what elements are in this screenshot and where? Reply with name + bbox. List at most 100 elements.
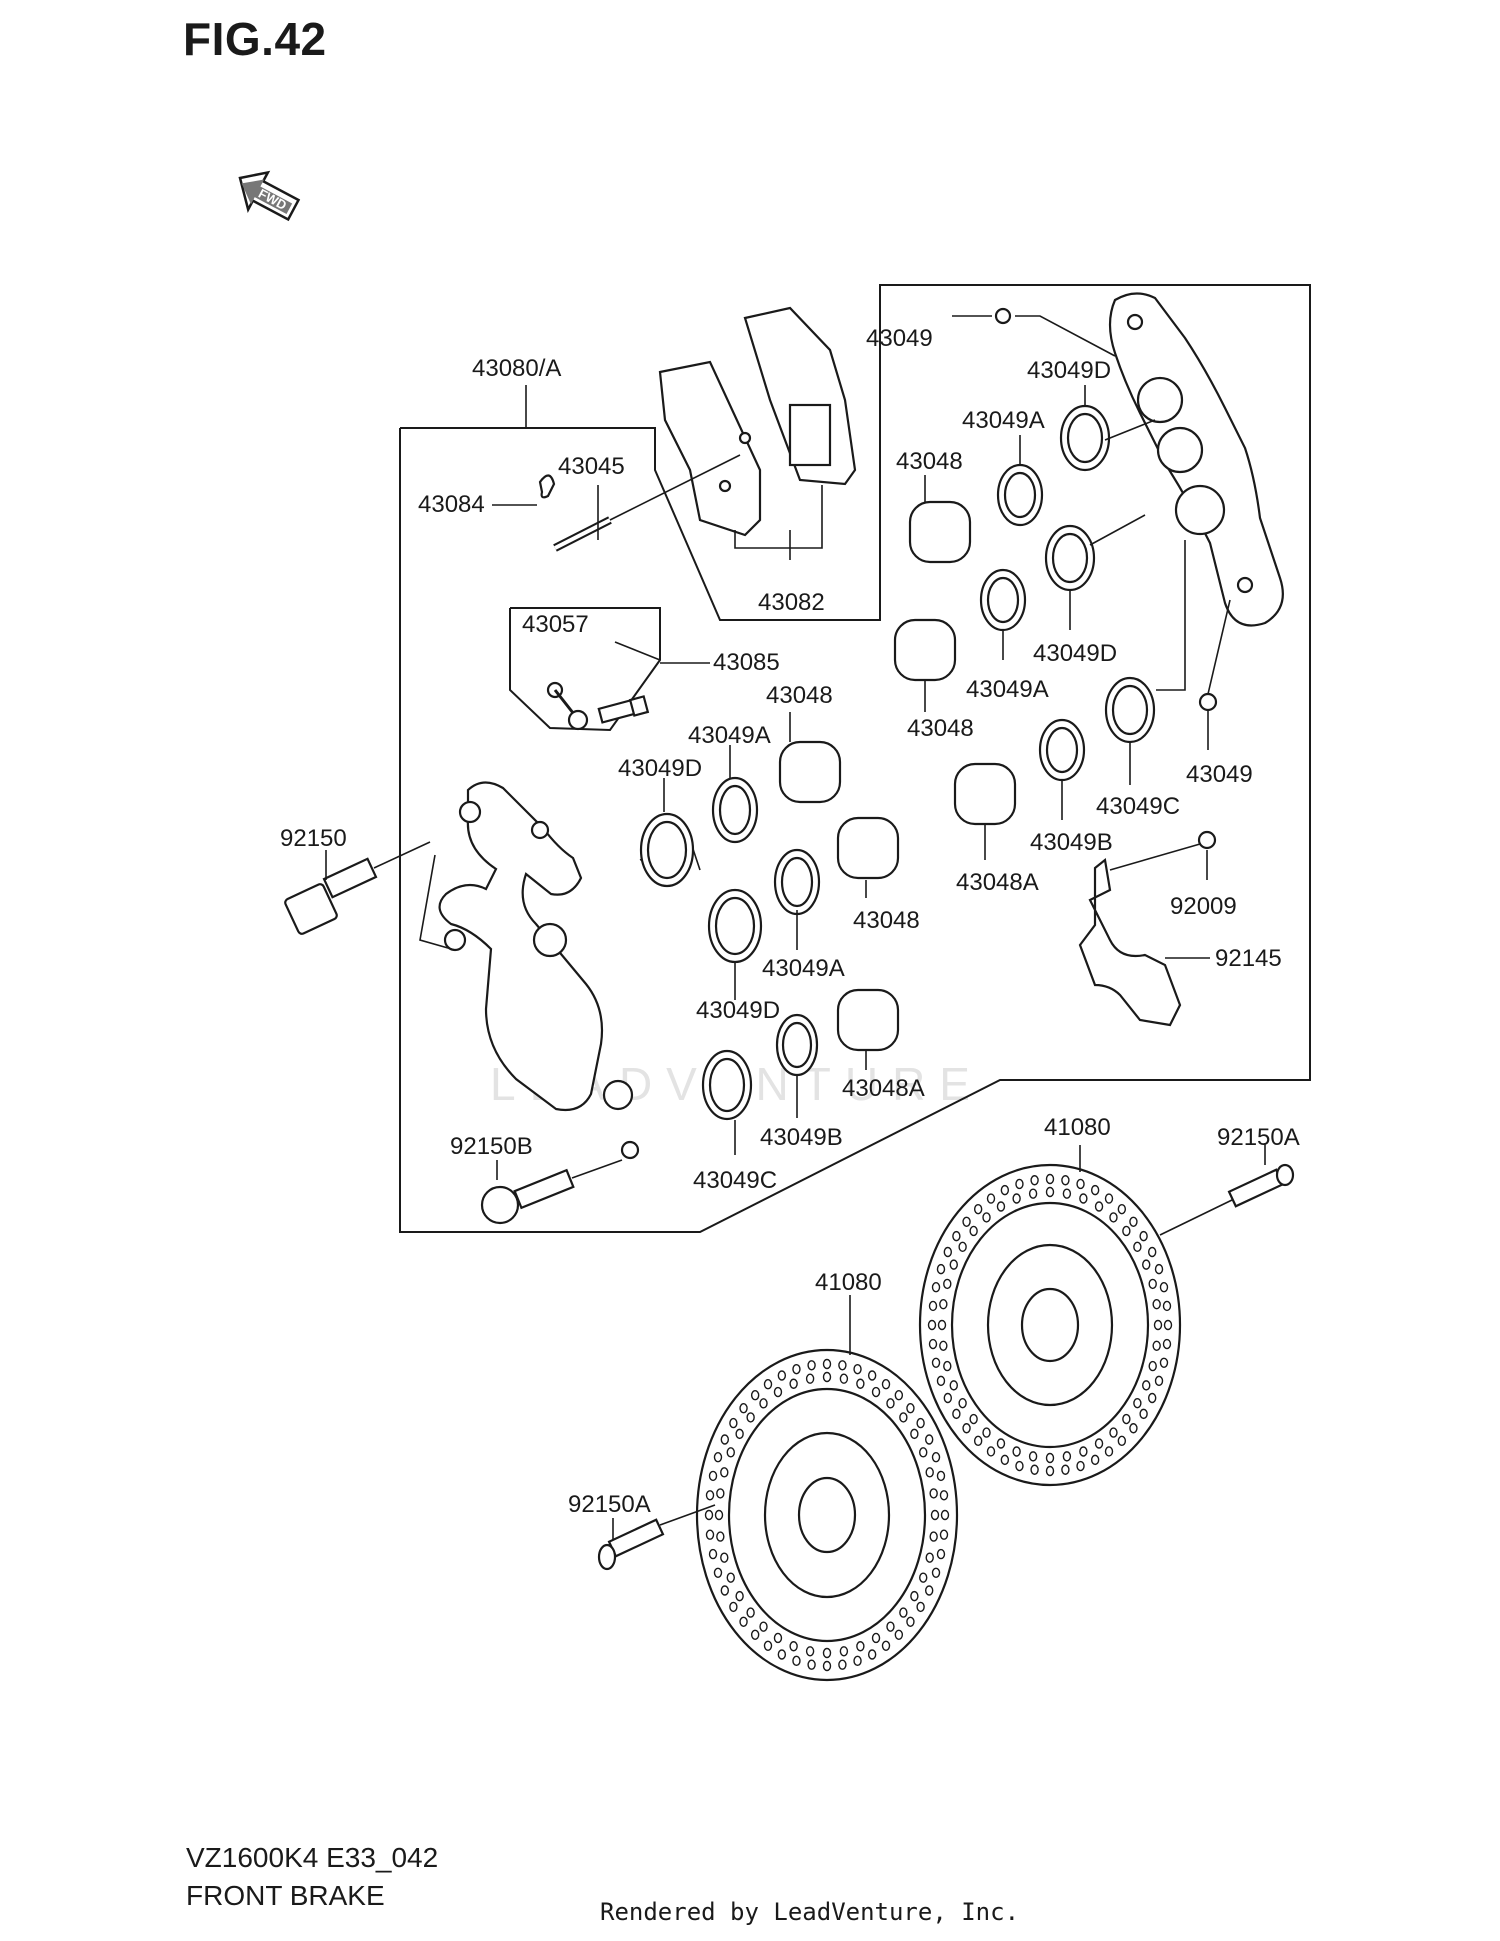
disc-hole	[1061, 1175, 1070, 1186]
washer-43049-right	[1198, 692, 1218, 712]
disc-hole	[746, 1412, 755, 1423]
label-43048-top: 43048	[896, 448, 963, 475]
disc-hole	[726, 1572, 735, 1583]
disc-hole	[1104, 1193, 1114, 1204]
disc-hole	[867, 1649, 877, 1660]
disc-hole	[1045, 1173, 1055, 1185]
disc-hole	[982, 1212, 991, 1223]
disc-hole	[871, 1386, 881, 1398]
brake-pad-inner	[658, 360, 762, 537]
disc-hole	[773, 1632, 783, 1644]
disc-hole	[929, 1488, 938, 1499]
disc-hole	[1122, 1225, 1131, 1237]
disc-hole	[986, 1193, 996, 1204]
label-43049d-mid: 43049D	[1033, 640, 1117, 667]
disc-hole	[777, 1370, 787, 1381]
disc-hole	[839, 1646, 849, 1657]
disc-hole	[1159, 1357, 1169, 1368]
disc-hole	[973, 1203, 983, 1215]
label-41080-left: 41080	[815, 1269, 882, 1296]
disc-hole	[714, 1509, 724, 1521]
screw-92009	[1197, 830, 1217, 850]
disc-hole	[940, 1509, 950, 1521]
disc-hole	[919, 1572, 928, 1583]
label-43049d-a: 43049D	[618, 755, 702, 782]
disc-hole	[1028, 1188, 1038, 1199]
disc-hole	[916, 1417, 925, 1429]
disc-hole	[1129, 1216, 1138, 1227]
disc-hole	[763, 1379, 773, 1390]
washer-43049-top	[994, 307, 1012, 325]
disc-hole	[943, 1246, 953, 1258]
disc-hole	[919, 1447, 928, 1458]
disc-hole	[1104, 1446, 1114, 1457]
disc-hole	[777, 1649, 787, 1660]
disc-hole	[838, 1659, 847, 1670]
bleeder-valve	[597, 695, 650, 724]
disc-hole	[1045, 1452, 1055, 1464]
pin-clip	[538, 474, 556, 499]
disc-bolt-92150a-right	[1227, 1163, 1295, 1208]
disc-hole	[713, 1452, 723, 1463]
disc-hole	[910, 1428, 919, 1440]
disc-hole	[838, 1360, 847, 1371]
disc-hole	[958, 1397, 967, 1409]
disc-hole	[789, 1641, 798, 1652]
disc-hole	[927, 1319, 937, 1331]
label-43082: 43082	[758, 589, 825, 616]
disc-hole	[1090, 1184, 1100, 1196]
disc-hole	[939, 1298, 948, 1310]
disc-hole	[894, 1390, 904, 1401]
disc-hole	[1148, 1278, 1157, 1290]
disc-hole	[958, 1241, 967, 1253]
bolt-92150b	[480, 1168, 575, 1225]
disc-hole	[943, 1392, 953, 1404]
disc-hole	[773, 1386, 783, 1398]
disc-hole	[1090, 1454, 1100, 1466]
disc-hole	[943, 1360, 952, 1372]
disc-hole	[930, 1509, 940, 1521]
disc-hole	[1028, 1451, 1038, 1462]
disc-hole	[969, 1225, 978, 1237]
label-43057: 43057	[522, 611, 589, 638]
disc-hole	[1147, 1392, 1157, 1404]
disc-hole	[910, 1590, 919, 1602]
disc-hole	[1133, 1397, 1142, 1409]
label-92150a-left: 92150A	[568, 1491, 651, 1518]
disc-hole	[713, 1567, 723, 1578]
disc-hole	[1148, 1360, 1157, 1372]
disc-hole	[807, 1659, 816, 1670]
disc-hole	[1079, 1193, 1088, 1204]
disc-hole	[807, 1360, 816, 1371]
disc-hole	[1061, 1464, 1070, 1475]
disc-hole	[973, 1435, 983, 1447]
disc-hole	[1062, 1451, 1072, 1462]
disc-hole	[822, 1660, 832, 1672]
label-92150a-right: 92150A	[1217, 1124, 1300, 1151]
disc-hole	[739, 1616, 748, 1627]
disc-hole	[720, 1434, 730, 1445]
disc-hole	[1159, 1282, 1169, 1293]
disc-hole	[759, 1621, 768, 1632]
disc-hole	[708, 1548, 718, 1560]
disc-hole	[792, 1655, 801, 1667]
disc-hole	[996, 1438, 1006, 1449]
disc-hole	[969, 1413, 978, 1425]
disc-hole	[1109, 1212, 1118, 1223]
caliper-assembly-frame	[399, 284, 1311, 1233]
disc-hole	[924, 1585, 934, 1596]
disc-hole	[739, 1403, 748, 1414]
disc-hole	[1094, 1438, 1104, 1449]
disc-hole	[952, 1230, 961, 1242]
label-43045: 43045	[558, 453, 625, 480]
disc-hole	[750, 1629, 760, 1640]
disc-hole	[931, 1282, 941, 1293]
piston-43048-b	[836, 816, 900, 880]
disc-hole	[1139, 1408, 1148, 1420]
disc-hole	[822, 1647, 832, 1659]
disc-hole	[1147, 1246, 1157, 1258]
disc-hole	[720, 1585, 730, 1596]
disc-hole	[853, 1655, 862, 1667]
caliper-body-left	[438, 781, 640, 1160]
